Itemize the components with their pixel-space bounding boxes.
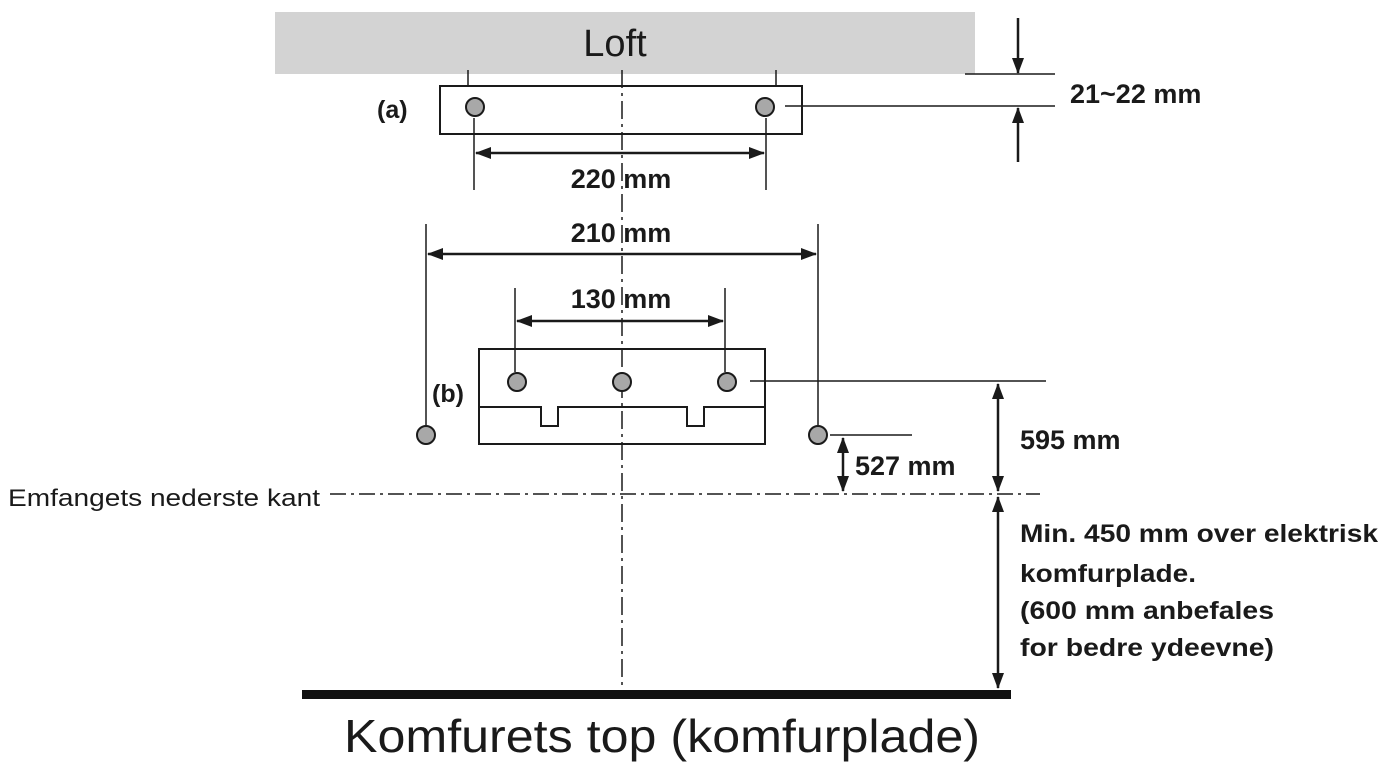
outer-dimension-label: 210 mm: [571, 218, 672, 248]
bracket-b-label: (b): [432, 380, 464, 408]
outer-height-label: 527 mm: [855, 451, 956, 481]
outer-screw-left: [416, 425, 436, 445]
bracket-b-lower-profile: [479, 406, 765, 427]
hood-edge-label: Emfangets nederste kant: [8, 485, 320, 512]
bracket-b: [478, 348, 766, 445]
bracket-b-screw-right: [717, 372, 737, 392]
bracket-a-label: (a): [377, 96, 408, 124]
ceiling-label: Loft: [583, 23, 647, 65]
outer-screw-right: [808, 425, 828, 445]
stove-top-bar: [302, 690, 1011, 699]
bracket-a-screw-right: [755, 97, 775, 117]
ceiling: [275, 12, 975, 74]
b-dimension-label: 130 mm: [571, 284, 672, 314]
clearance-note-line2: komfurplade.: [1020, 560, 1196, 588]
gap-dimension-label: 21~22 mm: [1070, 79, 1201, 109]
bracket-b-screw-left: [507, 372, 527, 392]
bracket-a: [439, 85, 803, 135]
clearance-note-line1: Min. 450 mm over elektrisk: [1020, 520, 1378, 548]
bracket-b-screw-center: [612, 372, 632, 392]
stove-label: Komfurets top (komfurplade): [344, 710, 980, 762]
clearance-note-line3: (600 mm anbefales: [1020, 597, 1274, 625]
clearance-note-line4: for bedre ydeevne): [1020, 634, 1274, 662]
a-dimension-label: 220 mm: [571, 164, 672, 194]
b-height-label: 595 mm: [1020, 425, 1121, 455]
bracket-a-screw-left: [465, 97, 485, 117]
